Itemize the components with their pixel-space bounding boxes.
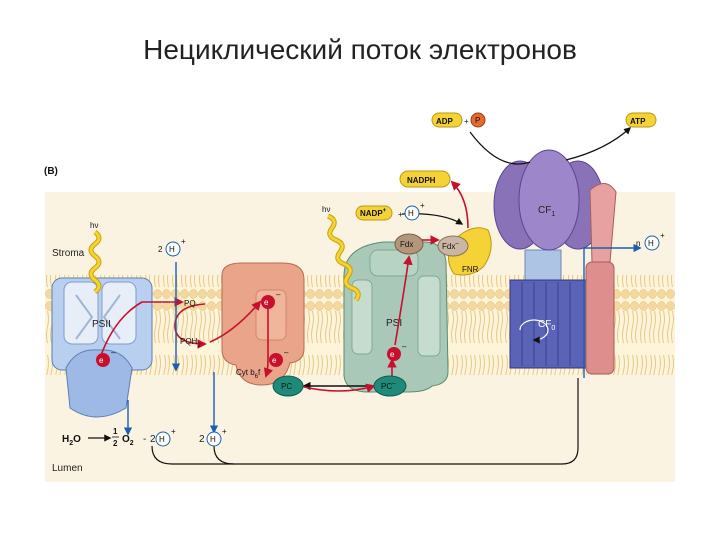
electron-path-psii-pq [99,297,184,359]
light-label-psi: hν [322,205,330,214]
electron-cyt-lower: e – [269,348,289,367]
svg-text:H: H [210,435,216,444]
page-title: Нециклический поток электронов [143,34,577,65]
svg-text:–: – [276,290,281,299]
svg-text:ADP: ADP [436,117,454,126]
proton-stroma-atp: n H + [636,231,665,251]
nadp-reactant: NADP+ + H + [355,201,425,221]
svg-text:e: e [264,298,269,307]
pc-reduced: PC– [373,375,407,397]
svg-text:+: + [420,201,425,210]
svg-text:2: 2 [150,434,156,445]
cf1-label: CF1 [538,205,555,218]
svg-text:H: H [159,435,165,444]
psi-complex: PSI [343,241,449,393]
atp-product: ATP [625,112,657,128]
svg-text:n: n [636,239,640,248]
fdx-reduced-label: Fdx– [442,241,459,251]
psii-complex: PSII [51,277,153,418]
nadph-product: NADPH [399,170,451,188]
svg-text:+: + [398,210,403,219]
svg-text:e: e [390,350,395,359]
atp-synthase: CF1 CF0 [493,149,617,375]
lumen-label: Lumen [52,463,83,474]
svg-text:+: + [222,427,227,436]
svg-text:NADPH: NADPH [407,176,436,185]
svg-text:-: - [143,434,146,445]
water-splitting: H2O 1 2 O2 - 2 H + [62,427,176,448]
svg-text:H2O: H2O [62,434,81,447]
svg-text:2: 2 [199,434,205,445]
svg-text:O2: O2 [122,434,134,447]
svg-text:ATP: ATP [630,117,646,126]
svg-text:–: – [284,348,289,357]
cf1-to-atp-arrow [565,127,632,161]
proton-return-line [151,378,579,465]
panel-label: (B) [44,166,58,177]
pqh2-label: PQH2 [180,337,201,349]
svg-text:H: H [169,245,175,254]
adp-to-cf1-arrow [469,131,531,165]
pc-oxidized: PC [272,375,304,397]
svg-text:+: + [464,117,469,126]
svg-text:2: 2 [113,439,118,448]
electron-path-cyt [263,304,273,378]
fdx-reduced [437,235,469,257]
svg-text:e: e [99,356,104,365]
adp-reactant: ADP + P [431,112,486,128]
svg-text:+: + [660,231,665,240]
svg-text:+: + [171,427,176,436]
svg-text:PC: PC [281,382,292,391]
fdx-oxidized [394,233,424,255]
proton-arrow-cf0 [583,243,642,378]
svg-text:–: – [402,342,407,351]
electron-cyt-upper: e – [261,290,281,309]
stroma-label: Stroma [52,248,85,259]
proton-return-line-2 [213,445,235,465]
svg-text:PC–: PC– [381,381,396,391]
svg-text:H: H [408,209,414,218]
proton-lumen-cyt: 2 H + [199,427,227,447]
psii-label: PSII [92,319,111,330]
cytb6f-label: Cyt b6f [236,368,261,380]
electron-path-psi-fdx [394,255,413,346]
fdx-label: Fdx [400,240,413,249]
svg-text:+: + [181,237,186,246]
electron-psi: e – [387,342,407,361]
svg-text:1: 1 [113,427,118,436]
electron-psii: e – [96,348,116,367]
psi-label: PSI [386,318,402,329]
electron-path-pqh2-cyt [209,300,262,343]
svg-text:–: – [111,348,116,357]
svg-text:e: e [272,356,277,365]
svg-text:H: H [648,239,654,248]
svg-text:2: 2 [158,245,163,254]
cf0-label: CF0 [538,319,555,332]
electron-path-pc [299,383,376,393]
light-label-psii: hν [90,221,98,230]
svg-text:NADP+: NADP+ [360,208,387,218]
svg-text:P: P [475,116,480,125]
pq-cycle-arrow [174,303,207,349]
fnr-label: FNR [462,265,479,274]
electron-path-fnr-nadph [450,180,469,229]
proton-stroma-psii: 2 H + [158,237,186,257]
pq-label: PQ [184,299,196,308]
